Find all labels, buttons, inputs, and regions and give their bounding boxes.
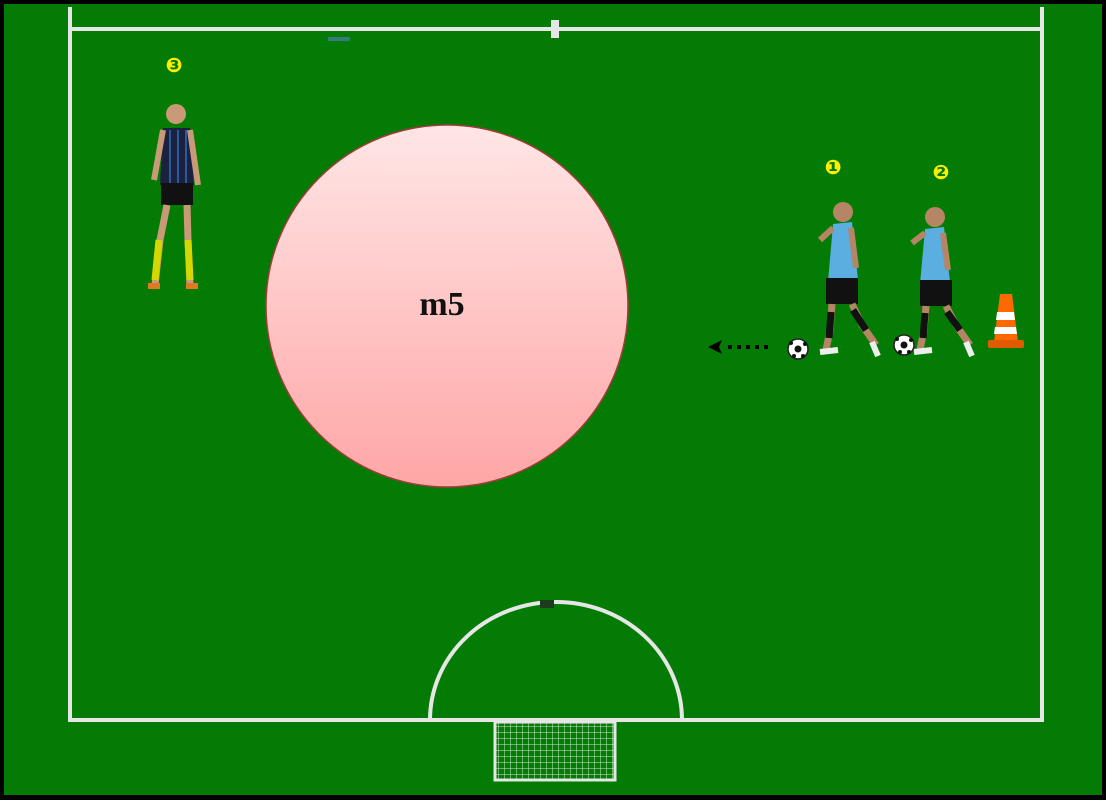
goal-net-icon	[495, 722, 615, 780]
player-marker-1: ❶	[825, 155, 842, 179]
player-marker-3: ❸	[166, 53, 183, 77]
soccer-ball-icon	[788, 339, 808, 359]
zone-label: m5	[419, 286, 464, 323]
soccer-ball-icon	[894, 335, 914, 355]
player-marker-2: ❷	[933, 160, 950, 184]
